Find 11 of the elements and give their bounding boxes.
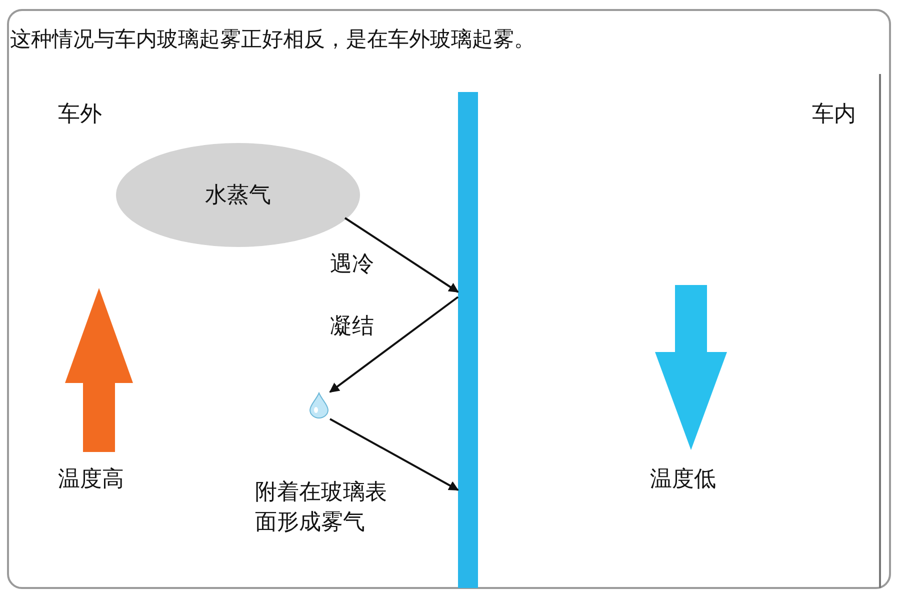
region-label: 温度低 <box>650 466 716 494</box>
arrow <box>330 418 459 491</box>
droplet-icon <box>308 392 330 419</box>
glass-bar <box>458 92 478 588</box>
region-label: 车外 <box>58 101 102 129</box>
node-text: 水蒸气 <box>205 182 271 210</box>
caption-text: 这种情况与车内玻璃起雾正好相反，是在车外玻璃起雾。 <box>10 26 535 53</box>
arrow <box>344 217 459 293</box>
arrow <box>329 296 459 393</box>
region-label: 温度高 <box>58 466 124 494</box>
region-label: 车内 <box>812 101 856 129</box>
